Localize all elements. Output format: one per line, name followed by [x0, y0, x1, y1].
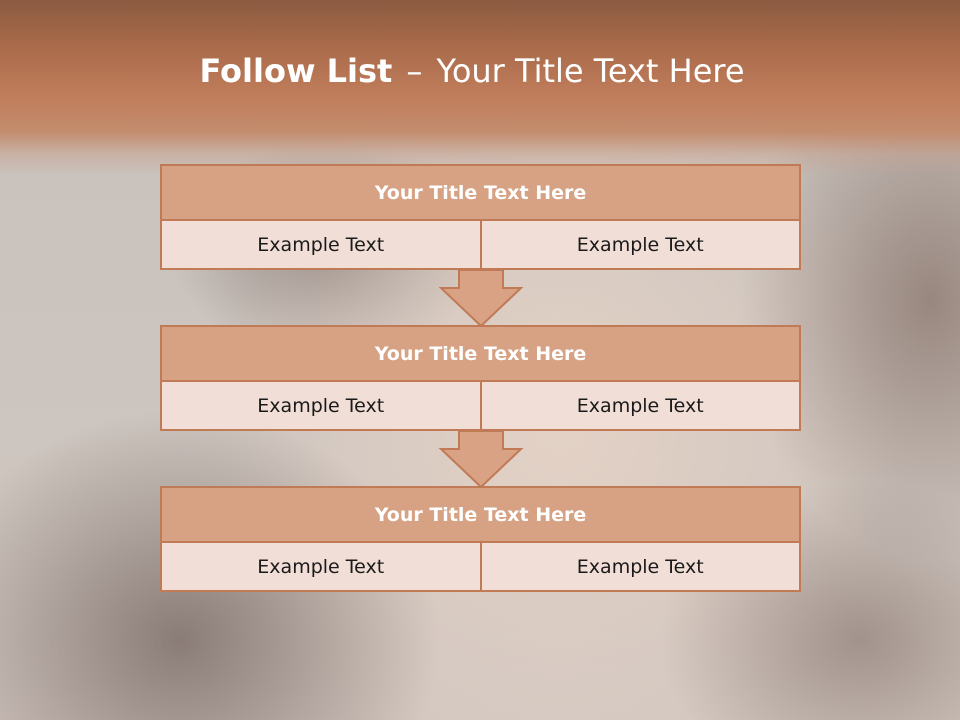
- block-cell-left: Example Text: [162, 543, 480, 590]
- block-row: Example Text Example Text: [162, 221, 799, 268]
- slide-title-separator: –: [406, 52, 423, 90]
- block-cell-right: Example Text: [479, 221, 799, 268]
- block-row: Example Text Example Text: [162, 382, 799, 429]
- list-block-3: Your Title Text Here Example Text Exampl…: [160, 486, 801, 592]
- block-cell-left: Example Text: [162, 221, 480, 268]
- block-cell-right: Example Text: [479, 543, 799, 590]
- down-arrow-icon: [438, 430, 524, 489]
- slide-title-bold: Follow List: [199, 52, 393, 90]
- block-cell-left: Example Text: [162, 382, 480, 429]
- slide-title: Follow List– Your Title Text Here: [0, 52, 944, 90]
- list-block-2: Your Title Text Here Example Text Exampl…: [160, 325, 801, 431]
- block-row: Example Text Example Text: [162, 543, 799, 590]
- block-title: Your Title Text Here: [162, 327, 799, 382]
- down-arrow-icon: [438, 269, 524, 328]
- header-band: [0, 0, 960, 175]
- block-title: Your Title Text Here: [162, 166, 799, 221]
- block-title: Your Title Text Here: [162, 488, 799, 543]
- block-cell-right: Example Text: [479, 382, 799, 429]
- slide-title-rest: Your Title Text Here: [436, 52, 745, 90]
- list-block-1: Your Title Text Here Example Text Exampl…: [160, 164, 801, 270]
